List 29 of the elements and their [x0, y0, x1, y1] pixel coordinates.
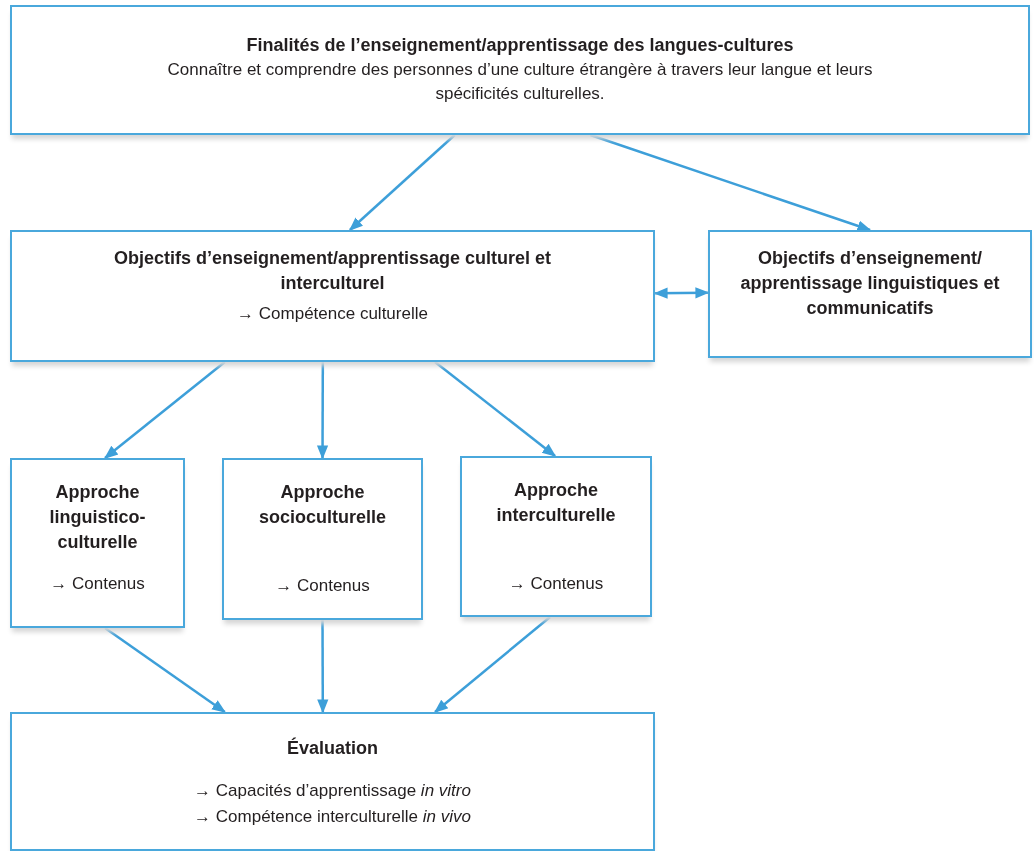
process-box	[222, 458, 423, 620]
box-text: → Compétence culturelle	[237, 303, 428, 326]
process-box	[460, 456, 652, 617]
box-text: → Contenus	[508, 573, 604, 596]
arrow	[589, 133, 872, 232]
box-heading: Objectifs d’enseignement/ apprentissage linguistiques et communicatifs	[739, 247, 1001, 321]
process-box	[708, 230, 1032, 358]
process-box	[10, 712, 655, 851]
box-text: → Capacités d’apprentissage in vitro	[194, 780, 471, 803]
box-text: → Contenus	[50, 572, 145, 595]
arrow	[434, 616, 551, 713]
box-heading: Évaluation	[287, 736, 378, 760]
box-text: → Contenus	[275, 575, 370, 598]
arrow	[348, 134, 456, 231]
process-box	[10, 458, 185, 628]
box-text: → Compétence interculturelle in vivo	[194, 806, 471, 828]
arrow	[103, 361, 226, 459]
arrow	[317, 620, 329, 714]
arrow	[104, 626, 226, 714]
process-box	[10, 5, 1030, 135]
box-heading: Approche socioculturelle	[257, 481, 387, 530]
box-heading: Finalités de l’enseignement/apprentissage des langues-cultures	[246, 34, 794, 57]
box-text: Connaître et comprendre des personnes d’une culture étrangère à travers leur langue et leurs spécificités culturelles.	[166, 59, 874, 105]
arrow	[434, 361, 557, 457]
arrow	[316, 362, 329, 460]
box-heading: Objectifs d’enseignement/apprentissage culturel et interculturel	[112, 247, 553, 296]
process-box	[10, 230, 655, 362]
box-heading: Approche interculturelle	[495, 479, 617, 528]
box-heading: Approche linguistico-culturelle	[48, 481, 147, 555]
